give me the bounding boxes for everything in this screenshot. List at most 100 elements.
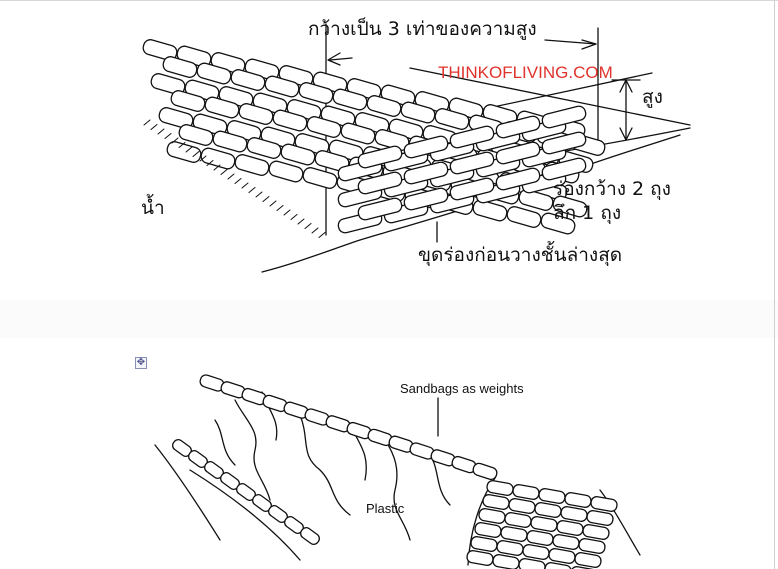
sandbag <box>506 206 542 228</box>
sandbag <box>574 552 602 568</box>
sandbag <box>298 82 334 104</box>
sandbag <box>234 154 270 176</box>
sandbag <box>474 522 502 538</box>
sandbag <box>526 530 554 546</box>
sandbag <box>522 544 550 560</box>
sandbag <box>586 510 614 526</box>
width-arrowhead <box>581 39 597 50</box>
move-arrows-icon[interactable]: ✥ <box>135 357 147 369</box>
sandbag <box>518 189 554 211</box>
water-label: น้ำ <box>141 197 165 219</box>
sandbag <box>495 167 541 191</box>
hatch-mark <box>164 133 172 139</box>
hatch-mark <box>234 178 242 184</box>
sandbag-levee-illustration <box>142 23 691 273</box>
sandbag <box>449 151 495 175</box>
page-right-border <box>774 0 775 569</box>
sandbag <box>582 524 610 540</box>
sandbag <box>357 171 403 195</box>
sandbag <box>470 536 498 552</box>
sandbag <box>306 116 342 138</box>
sandbag <box>564 492 592 508</box>
sandbag-stack-bottom <box>172 374 618 569</box>
sandbag <box>142 39 178 61</box>
sandbag <box>578 538 606 554</box>
sandbag <box>466 550 494 566</box>
hatch-mark <box>192 151 200 157</box>
sandbag <box>500 526 528 542</box>
sandbag <box>434 108 470 130</box>
sandbag <box>472 462 498 481</box>
weights-label: Sandbags as weights <box>400 381 524 396</box>
plastic-label: Plastic <box>366 501 405 516</box>
sandbag <box>541 131 587 155</box>
trench-width-label: ร่องกว้าง 2 ถุง <box>553 178 671 200</box>
sandbag <box>482 494 510 510</box>
soil-hatching <box>143 119 326 238</box>
hatch-mark <box>262 196 270 202</box>
sandbag <box>403 161 449 185</box>
hatch-mark <box>311 227 319 234</box>
sandbag <box>357 197 403 221</box>
wrinkle <box>299 414 351 516</box>
hatch-mark <box>304 223 312 229</box>
sandbag <box>486 480 514 496</box>
sandbag <box>357 145 403 169</box>
sandbag <box>400 101 436 124</box>
trench-depth-label: ลึก 1 ถุง <box>553 202 622 224</box>
height-arrow-down <box>619 127 633 141</box>
sandbag <box>238 103 274 125</box>
sandbag <box>508 498 536 514</box>
hatch-mark <box>213 164 221 171</box>
sandbag <box>332 88 368 111</box>
right-ground-line <box>599 489 641 556</box>
sandbag <box>158 107 194 129</box>
sandbag <box>512 484 540 500</box>
sandbag <box>268 160 304 183</box>
wrinkle <box>214 419 236 466</box>
plastic-left-edge <box>189 469 301 561</box>
sandbag <box>449 177 495 201</box>
sandbag <box>541 157 587 181</box>
sandbag <box>300 527 320 545</box>
sandbag <box>204 96 240 119</box>
hatch-mark <box>171 137 179 144</box>
right-ground-line <box>559 127 691 153</box>
hatch-mark <box>255 191 263 198</box>
hatch-mark <box>143 119 151 126</box>
sandbag <box>560 506 588 522</box>
width-label: กว้างเป็น 3 เท่าของความสูง <box>308 18 537 40</box>
sandbag <box>534 502 562 518</box>
sandbag <box>403 187 449 211</box>
sandbag <box>280 143 316 166</box>
sandbag <box>570 566 598 569</box>
hatch-mark <box>318 232 326 238</box>
watermark-text: THINKOFLIVING.COM <box>438 63 613 82</box>
height-label: สูง <box>642 86 663 108</box>
sandbag <box>541 105 587 129</box>
hatch-mark <box>297 218 305 225</box>
sandbag <box>366 95 402 117</box>
sandbag <box>246 137 282 159</box>
sandbag <box>496 540 524 556</box>
hatch-mark <box>157 128 165 135</box>
sandbag <box>403 135 449 159</box>
sandbag <box>540 212 576 235</box>
sandbag <box>340 122 376 145</box>
page-top-border <box>0 0 778 1</box>
sandbag <box>492 554 520 569</box>
sandbag <box>212 130 248 153</box>
left-ground-line <box>154 444 221 541</box>
watermark-leader-line <box>469 72 653 113</box>
sandbag <box>272 109 308 132</box>
sandbag <box>170 90 206 112</box>
sandbag <box>530 516 558 532</box>
sandbag <box>548 548 576 564</box>
sandbag <box>196 62 232 85</box>
sandbag <box>478 508 506 524</box>
wrinkle <box>234 399 271 501</box>
sandbag <box>495 115 541 139</box>
width-arrow-right <box>544 39 597 45</box>
sandbag <box>504 512 532 528</box>
